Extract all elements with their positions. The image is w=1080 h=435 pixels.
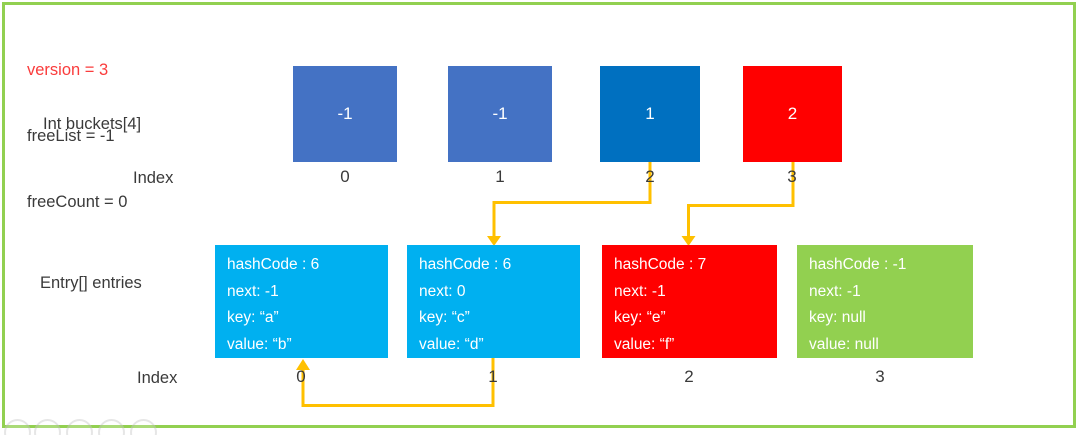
bucket-value-2: 1 [645,104,655,123]
bucket-index-2: 2 [645,167,655,186]
entry-index-3: 3 [875,367,885,386]
bucket-cell-3: 2 [743,66,842,162]
entry-3-value: value: null [809,335,879,353]
entry-index-0: 0 [296,367,306,386]
entry-cell-1: hashCode : 6 next: 0 key: “c” value: “d” [407,245,580,358]
entry-2-next: next: -1 [614,282,666,300]
bucket-value-3: 2 [787,104,798,123]
entry-index-2: 2 [684,367,694,386]
watermark-circle-icon [34,419,61,435]
bucket-index-1: 1 [495,167,505,186]
watermark-circle-icon [98,419,125,435]
entry-1-next: next: 0 [419,282,466,300]
entry-cell-2: hashCode : 7 next: -1 key: “e” value: “f… [602,245,777,358]
buckets-array-label: Int buckets[4] [43,115,142,133]
buckets-index-label: Index [133,169,174,187]
freelist-line: freeList = -1 [27,127,115,145]
bucket-cell-0: -1 [293,66,397,162]
freecount-line: freeCount = 0 [27,193,128,211]
entries-index-label: Index [137,369,178,387]
bucket-index-3: 3 [787,167,797,186]
entry-cell-3: hashCode : -1 next: -1 key: null value: … [797,245,973,358]
entry-0-hashcode: hashCode : 6 [227,256,320,273]
entry-1-value: value: “d” [419,335,484,353]
bucket-value-0: -1 [337,104,353,123]
entry-0-key: key: “a” [227,309,279,326]
entries-array-label: Entry[] entries [40,274,142,292]
watermark-circle-icon [4,419,31,435]
entry-3-key: key: null [809,309,866,326]
entry-1-hashcode: hashCode : 6 [419,256,512,273]
watermark-circle-icon [66,419,93,435]
watermark-circle-icon [130,419,157,435]
entry-2-value: value: “f” [614,335,675,353]
entry-cell-0: hashCode : 6 next: -1 key: “a” value: “b… [215,245,388,358]
entry-2-key: key: “e” [614,309,666,326]
entry-3-next: next: -1 [809,282,861,300]
version-line: version = 3 [27,61,109,79]
entry-3-hashcode: hashCode : -1 [809,256,907,273]
header-variables: version = 3 freeList = -1 freeCount = 0 [27,15,127,257]
entry1-next-to-entry0-arrow [301,358,495,407]
bucket-value-1: -1 [492,104,508,123]
bucket-cell-2: 1 [600,66,700,162]
entry-1-key: key: “c” [419,309,470,326]
entry-index-1: 1 [488,367,498,386]
entry-2-hashcode: hashCode : 7 [614,256,707,273]
bucket-index-0: 0 [340,167,350,186]
entry-0-next: next: -1 [227,282,279,300]
entry-0-value: value: “b” [227,335,292,353]
bucket-cell-1: -1 [448,66,552,162]
